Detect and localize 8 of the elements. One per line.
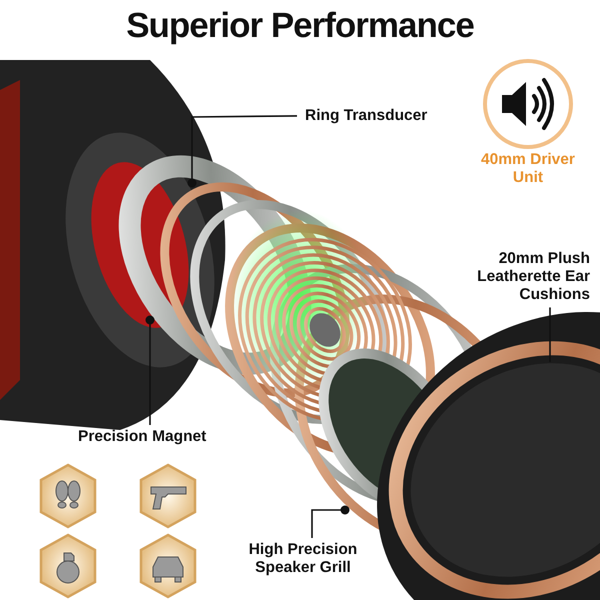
spec-label: 40mm Driver Unit xyxy=(480,151,576,187)
callout-label: High Precision Speaker Grill xyxy=(240,541,366,577)
leader-line xyxy=(188,115,297,188)
callout-label: 20mm Plush Leatherette Ear Cushions xyxy=(430,250,590,304)
callout-label: Precision Magnet xyxy=(78,428,206,446)
leader-line xyxy=(311,506,350,538)
callout-label: Ring Transducer xyxy=(305,107,428,125)
title: Superior Performance xyxy=(125,6,475,46)
